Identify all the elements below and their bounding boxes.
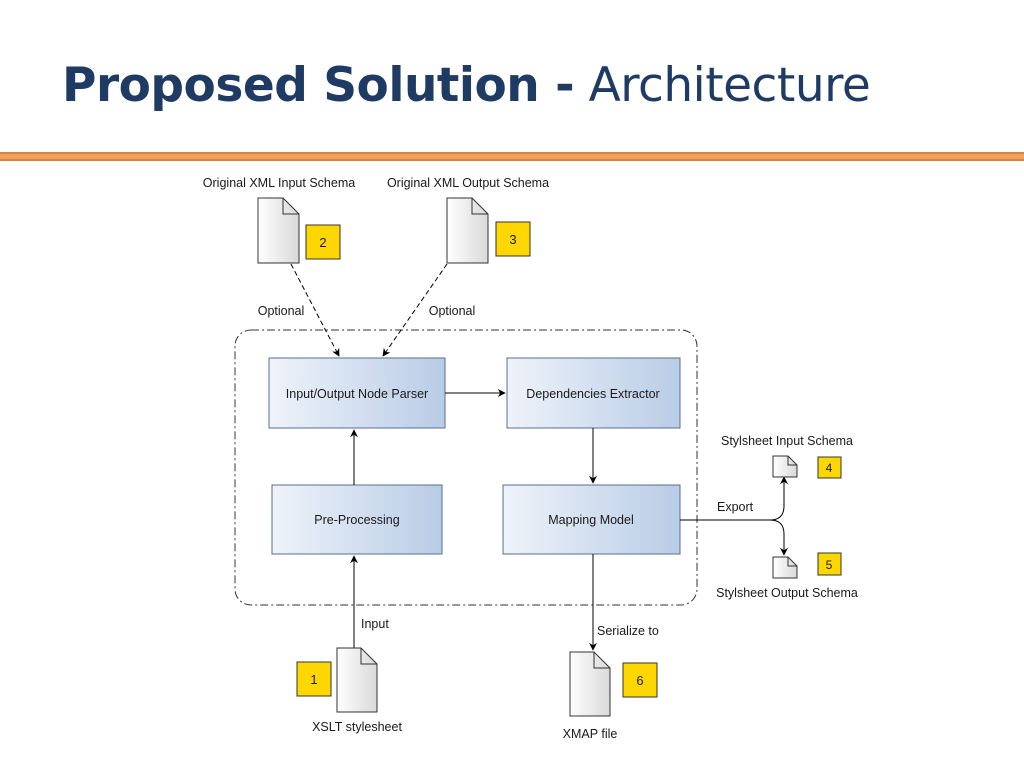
- xmap-label: XMAP file: [563, 727, 618, 741]
- system-boundary: [234, 329, 698, 606]
- badge-1-label: 1: [310, 672, 317, 687]
- extractor-box[interactable]: Dependencies Extractor: [506, 357, 681, 429]
- title-divider: [0, 152, 1024, 161]
- label-optional-left: Optional: [258, 304, 305, 318]
- output-schema-label: Original XML Output Schema: [387, 176, 549, 190]
- xslt-document-icon: [336, 647, 378, 713]
- badge-3-label: 3: [509, 232, 516, 247]
- label-input: Input: [361, 617, 389, 631]
- preprocessing-box-label: Pre-Processing: [314, 513, 399, 527]
- mapping-box[interactable]: Mapping Model: [502, 484, 681, 555]
- label-export: Export: [717, 500, 754, 514]
- output-schema-document-icon: [446, 197, 489, 264]
- xmap-document-icon: [569, 651, 611, 717]
- badge-1: [296, 661, 332, 697]
- slide-title-bold: Proposed Solution -: [62, 58, 575, 113]
- arrow-input-schema-optional: [290, 263, 340, 357]
- badge-5: [817, 552, 842, 576]
- stylesheet-input-schema-label: Stylsheet Input Schema: [721, 434, 853, 448]
- input-schema-document-icon: [257, 197, 300, 264]
- badge-2-label: 2: [319, 235, 326, 250]
- badge-6-label: 6: [636, 673, 643, 688]
- badge-2: [305, 224, 341, 260]
- stylesheet-input-schema-document-icon: [772, 455, 798, 478]
- slide-title: Proposed Solution - Architecture: [62, 62, 871, 109]
- badge-5-label: 5: [826, 558, 833, 572]
- arrow-export-to-output-schema: [769, 519, 788, 556]
- xslt-label: XSLT stylesheet: [312, 720, 402, 734]
- parser-box[interactable]: Input/Output Node Parser: [268, 357, 446, 429]
- stylesheet-output-schema-label: Stylsheet Output Schema: [716, 586, 858, 600]
- label-optional-right: Optional: [429, 304, 476, 318]
- badge-4-label: 4: [826, 461, 833, 475]
- input-schema-label: Original XML Input Schema: [203, 176, 355, 190]
- badge-4: [817, 456, 842, 479]
- mapping-box-label: Mapping Model: [548, 513, 633, 527]
- badge-6: [622, 662, 658, 698]
- parser-box-label: Input/Output Node Parser: [286, 387, 428, 401]
- badge-3: [495, 221, 531, 257]
- slide-title-normal: Architecture: [588, 58, 871, 113]
- extractor-box-label: Dependencies Extractor: [526, 387, 659, 401]
- stylesheet-output-schema-document-icon: [772, 556, 798, 579]
- preprocessing-box[interactable]: Pre-Processing: [271, 484, 443, 555]
- arrow-output-schema-optional: [382, 263, 448, 357]
- label-serialize-to: Serialize to: [597, 624, 659, 638]
